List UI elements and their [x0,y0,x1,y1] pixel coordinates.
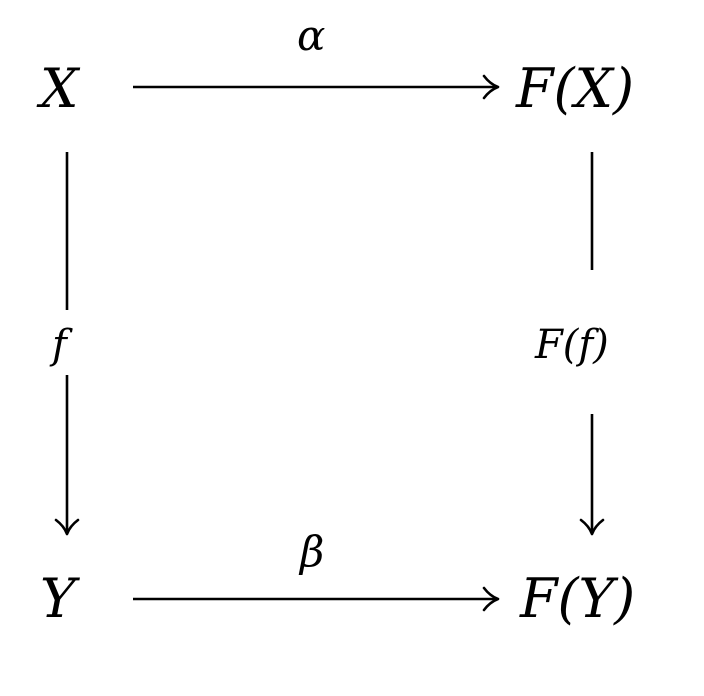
arrow-beta [133,586,500,612]
label-alpha: α [297,11,325,60]
arrow-alpha [133,74,500,100]
label-beta: β [298,527,324,576]
label-ff: F(f) [534,322,609,368]
arrow-f-head [54,518,80,536]
node-fy: F(Y) [519,567,635,630]
arrow-ff [579,152,605,536]
label-f: f [49,322,73,368]
node-x: X [36,57,81,120]
arrow-beta-head [482,586,500,612]
arrow-alpha-head [482,74,500,100]
node-fx: F(X) [515,57,634,120]
arrow-f [54,152,80,536]
node-y: Y [40,567,80,630]
arrow-ff-head [579,518,605,536]
